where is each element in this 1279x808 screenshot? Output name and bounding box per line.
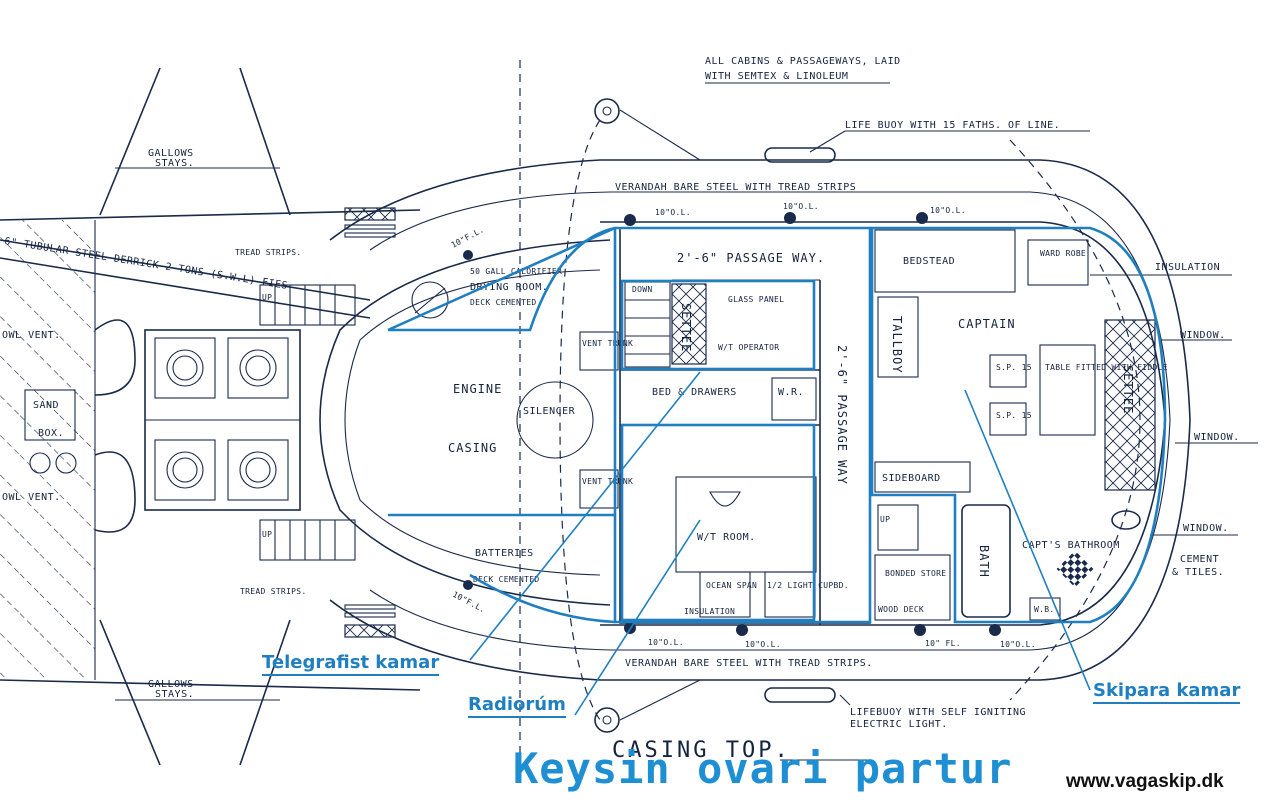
light-cupbd-label: 1/2 LIGHT CUPBD. bbox=[767, 581, 849, 590]
wb-label: W.B. bbox=[1034, 605, 1054, 614]
up-label-2: UP bbox=[262, 530, 272, 539]
ol-bottom-2-label: 10"O.L. bbox=[745, 640, 781, 649]
fl-bottom-label: 10"F.L. bbox=[451, 590, 487, 615]
glass-panel-label: GLASS PANEL bbox=[728, 295, 784, 304]
bath-label: BATH bbox=[977, 545, 991, 578]
highlight-outlines bbox=[387, 226, 1167, 716]
engine-label: ENGINE bbox=[453, 382, 502, 396]
tread-strips-top-label: TREAD STRIPS. bbox=[235, 248, 302, 257]
deck-cemented-label: DECK CEMENTED bbox=[470, 298, 537, 307]
lifebuoy-bottom-label-1: LIFEBUOY WITH SELF IGNITING bbox=[850, 707, 1026, 718]
sp-2-label: S.P. 15 bbox=[996, 411, 1032, 420]
gallows-stays-top-label-2: STAYS. bbox=[155, 158, 194, 169]
tread-strips-bottom-label: TREAD STRIPS. bbox=[240, 587, 307, 596]
ol-top-3-label: 10"O.L. bbox=[930, 206, 966, 215]
drying-room-label: DRYING ROOM. bbox=[470, 282, 548, 293]
fl-bottom-2-label: 10" FL. bbox=[925, 639, 961, 648]
vent-trunk-2-label: VENT TRUNK bbox=[582, 477, 633, 486]
radiorum-callout: Radiorúm bbox=[468, 694, 566, 718]
vent-trunk-1-label: VENT TRUNK bbox=[582, 339, 633, 348]
vent-trunks: VENT TRUNK VENT TRUNK bbox=[579, 331, 633, 509]
wood-deck-label: WOOD DECK bbox=[878, 605, 924, 614]
ol-bottom-1-label: 10"O.L. bbox=[648, 638, 684, 647]
passage-way-top-label: 2'-6" PASSAGE WAY. bbox=[677, 251, 825, 265]
casing-label: CASING bbox=[448, 441, 497, 455]
engine-casing: ENGINE CASING SILENCER BATTERIES DECK CE… bbox=[319, 225, 611, 615]
ol-top-1-label: 10"O.L. bbox=[655, 208, 691, 217]
casing-top-label: CASING TOP. bbox=[612, 738, 791, 763]
skipara-kamar-callout: Skipara kamar bbox=[1093, 680, 1241, 704]
capts-bathroom-label: CAPT'S BATHROOM bbox=[1022, 540, 1120, 551]
owl-vent-top-label: OWL VENT. bbox=[2, 330, 61, 341]
lifebuoy-bottom-label-2: ELECTRIC LIGHT. bbox=[850, 719, 948, 730]
portholes: 10"O.L. 10"O.L. 10"O.L. 10"O.L. 10"O.L. … bbox=[624, 202, 1036, 649]
ol-top-2-label: 10"O.L. bbox=[783, 202, 819, 211]
batteries-label: BATTERIES bbox=[475, 548, 534, 559]
lifebuoys-and-notes: ALL CABINS & PASSAGEWAYS, LAID WITH SEMT… bbox=[594, 56, 1258, 733]
cabins-note-line-2: WITH SEMTEX & LINOLEUM bbox=[705, 71, 848, 82]
stairs-left: UP UP TREAD STRIPS. bbox=[240, 284, 396, 638]
tallboy-label: TALLBOY bbox=[890, 316, 904, 374]
wt-room-label: W/T ROOM. bbox=[697, 532, 756, 543]
cement-label-2: & TILES. bbox=[1172, 567, 1224, 578]
box-label: BOX. bbox=[38, 428, 64, 439]
sp-1-label: S.P. 15 bbox=[996, 363, 1032, 372]
hold-hatched-area bbox=[0, 209, 421, 691]
gallows-stays-bottom-label-1: GALLOWS bbox=[148, 679, 194, 690]
up-label-1: UP bbox=[262, 293, 272, 302]
window-1-label: WINDOW. bbox=[1180, 330, 1226, 341]
page-title: Keysin ovari partur bbox=[513, 744, 1013, 793]
bed-drawers-label: BED & DRAWERS bbox=[652, 387, 737, 398]
website-watermark: www.vagaskip.dk bbox=[1066, 771, 1224, 792]
captain-label: CAPTAIN bbox=[958, 317, 1016, 331]
cement-label-1: CEMENT bbox=[1180, 554, 1219, 565]
gallows-stays-bottom-label-2: STAYS. bbox=[155, 689, 194, 700]
ocean-span-label: OCEAN SPAN bbox=[706, 581, 757, 590]
window-3-label: WINDOW. bbox=[1183, 523, 1229, 534]
up-label-3: UP bbox=[880, 515, 890, 524]
sand-label: SAND bbox=[33, 400, 59, 411]
deckhouse-outline bbox=[329, 60, 1191, 760]
ward-robe-label: WARD ROBE bbox=[1040, 249, 1086, 258]
gallows-stays-top-label-1: GALLOWS bbox=[148, 148, 194, 159]
settee-2-label: SETTEE bbox=[1121, 365, 1135, 414]
deck-cemented-label-2: DECK CEMENTED bbox=[473, 575, 540, 584]
passage-way-vertical-label: 2'-6" PASSAGE WAY bbox=[835, 345, 849, 485]
cabins-note-line-1: ALL CABINS & PASSAGEWAYS, LAID bbox=[705, 56, 901, 67]
sideboard-label: SIDEBOARD bbox=[882, 473, 941, 484]
verandah-top-label: VERANDAH BARE STEEL WITH TREAD STRIPS bbox=[615, 182, 856, 193]
bonded-store-label: BONDED STORE bbox=[885, 569, 946, 578]
gallows-stays: GALLOWS STAYS. GALLOWS STAYS. bbox=[99, 67, 291, 766]
bedstead-label: BEDSTEAD bbox=[903, 256, 955, 267]
telegrafist-kamar-callout: Telegrafist kamar bbox=[262, 652, 440, 676]
owl-vents-and-skylights: OWL VENT. OWL VENT. SAND BOX. bbox=[2, 319, 301, 533]
verandah-bottom-label: VERANDAH BARE STEEL WITH TREAD STRIPS. bbox=[625, 658, 873, 669]
lifebuoy-top-label: LIFE BUOY WITH 15 FATHS. OF LINE. bbox=[845, 120, 1060, 131]
interior-walls: DOWN SETTEE GLASS PANEL W/T OPERATOR BED… bbox=[619, 227, 1167, 625]
insulation-label: INSULATION bbox=[1155, 262, 1220, 273]
wt-operator-label: W/T OPERATOR bbox=[718, 343, 779, 352]
fl-top-label: 10"F.L. bbox=[450, 225, 486, 250]
silencer-label: SILENCER bbox=[523, 406, 576, 417]
insulation-small-label: INSULATION bbox=[684, 607, 735, 616]
window-2-label: WINDOW. bbox=[1194, 432, 1240, 443]
down-label: DOWN bbox=[632, 285, 652, 294]
owl-vent-bottom-label: OWL VENT. bbox=[2, 492, 61, 503]
ol-bottom-3-label: 10"O.L. bbox=[1000, 640, 1036, 649]
settee-1-label: SETTEE bbox=[679, 303, 693, 352]
wr-label: W.R. bbox=[778, 387, 804, 398]
